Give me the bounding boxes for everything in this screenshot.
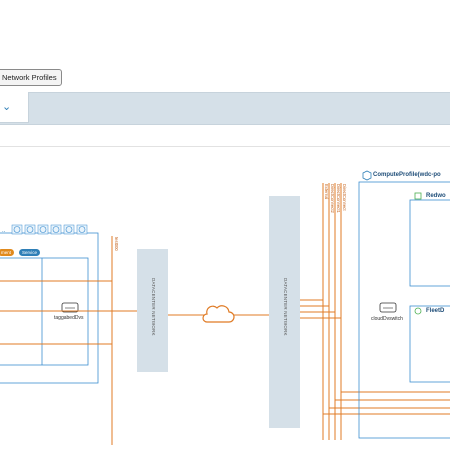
group-box-2 [409, 305, 450, 383]
uplink-directconnect2: DirectConnect2 [330, 184, 335, 213]
datacenter-network-2-label: DATACENTER NETWORK [283, 278, 288, 336]
group-2-title[interactable]: FleetD [426, 308, 445, 314]
profile-dropdown[interactable]: ⌄ [0, 92, 29, 123]
cloud-switch-label: cloudDvswitch [371, 316, 403, 322]
left-profile-box [0, 232, 99, 384]
left-switch-label: taggabedDvs [54, 315, 84, 321]
datacenter-network-1 [137, 249, 168, 372]
cloud-switch-icon [379, 302, 397, 313]
badge-service: Service [19, 249, 41, 256]
group-box-1 [409, 199, 450, 287]
chevron-down-icon: ⌄ [2, 101, 12, 113]
uplink-external: External [324, 184, 329, 200]
network-profiles-button[interactable]: Network Profiles [0, 69, 62, 86]
badge-deployment: ment [0, 249, 15, 256]
datacenter-network-2 [269, 196, 300, 428]
left-switch-icon [61, 302, 79, 313]
group-1-title[interactable]: Redwo [426, 193, 446, 199]
compute-profile-box [358, 181, 450, 439]
profile-icon-row [11, 224, 88, 235]
group-2-icon [414, 307, 422, 315]
compute-profile-title[interactable]: ComputeProfile(wdc-po [373, 172, 441, 178]
section-divider [0, 146, 450, 147]
uplink-directconnect1: DirectConnect1 [336, 184, 341, 213]
group-1-icon [414, 192, 422, 200]
cloud-icon [202, 305, 235, 323]
compute-profile-icon [362, 170, 372, 181]
svg-text:..: .. [2, 228, 6, 234]
selector-bar [0, 92, 450, 125]
uplink-directconnect: DirectConnect [342, 184, 347, 211]
port-label: test000 [114, 237, 119, 251]
datacenter-network-1-label: DATACENTER NETWORK [151, 278, 156, 336]
